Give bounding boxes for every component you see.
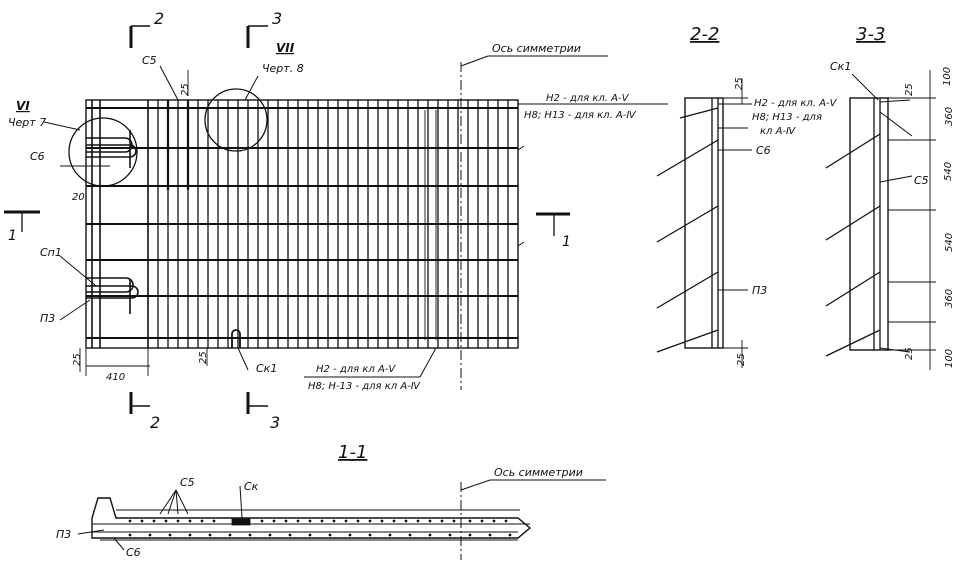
section-3-3-dim-100-bottom: 100 [944,349,955,368]
section-2-2-dim-bottom: 25 [736,353,747,366]
label-c5-plan: С5 [142,54,157,67]
section-2-2-note-line1: Н2 - для кл. А-Ⅴ [754,98,838,109]
label-sk1-plan: Ск1 [256,362,277,375]
detail-circle-vii [204,88,268,152]
section-3-3-dim-360-bottom: 360 [944,289,955,308]
left-end-loops [86,100,139,348]
node-vii-ref: Черт. 8 [262,62,304,75]
section-2-2-note-line2: Н8; Н13 - для [752,112,822,123]
section-2-2-label-p3: П3 [752,284,767,297]
section-3-3-dim-25-bottom: 25 [904,347,915,360]
cut-label-1-right: 1 [562,234,571,250]
label-p3-plan: П3 [40,312,55,325]
longitudinal-bars [86,107,518,339]
section-3-3-label-c5: С5 [914,174,929,187]
dim-410: 410 [106,372,125,383]
section-2-2 [656,78,752,368]
section-1-1-label-c6: С6 [126,546,141,559]
axis-label: Ось симметрии [492,42,581,55]
section-3-3-title: 3-3 [856,24,885,45]
section-3-3-label-sk1: Ск1 [830,60,851,73]
label-sp1-plan: Сп1 [40,246,62,259]
note-top-line2: Н8; Н13 - для кл. А-Ⅳ [524,110,636,121]
dim-25-top: 25 [180,83,191,96]
note-bottom-line1: Н2 - для кл А-Ⅴ [316,364,396,375]
section-1-1-label-p3: П3 [56,528,71,541]
node-vi-ref: Черт 7 [8,116,46,129]
section-1-1-label-sk: Ск [244,480,259,493]
section-2-2-note-line3: кл А-Ⅳ [760,126,796,137]
dim-25-left: 25 [72,353,83,366]
dim-20: 20 [72,192,85,203]
section-1-1 [77,479,606,560]
section-1-1-label-c5: С5 [180,476,195,489]
section-3-3 [825,70,936,370]
node-vii-numeral: VII [276,41,295,55]
note-top-line1: Н2 - для кл. А-Ⅴ [546,93,630,104]
cut-label-2-bottom: 2 [150,413,160,432]
node-vi-numeral: VI [16,99,30,113]
note-bottom-line2: Н8; Н-13 - для кл А-Ⅳ [308,381,421,392]
cut-label-1-left: 1 [8,228,17,244]
section-2-2-label-c6: С6 [756,144,771,157]
section-2-2-title: 2-2 [690,24,719,45]
section-3-3-dim-360-top: 360 [944,107,955,126]
dim-25-bottom: 25 [198,351,209,364]
detail-circle-vi [68,117,138,187]
section-1-1-title: 1-1 [338,442,367,463]
section-3-3-dim-540-bottom: 540 [944,233,955,252]
plan-view [4,25,668,414]
section-3-3-dim-25-top: 25 [904,83,915,96]
label-c6-plan: С6 [30,150,45,163]
section-1-1-axis-label: Ось симметрии [494,466,583,479]
cut-label-3-top: 3 [272,9,282,28]
cut-label-3-bottom: 3 [270,413,280,432]
section-2-2-dim-top: 25 [734,77,745,90]
section-3-3-dim-100-top: 100 [942,67,953,86]
section-3-3-dim-540-top: 540 [943,162,954,181]
cut-label-2-top: 2 [154,9,164,28]
section-1-1-bar-dots [128,519,512,537]
